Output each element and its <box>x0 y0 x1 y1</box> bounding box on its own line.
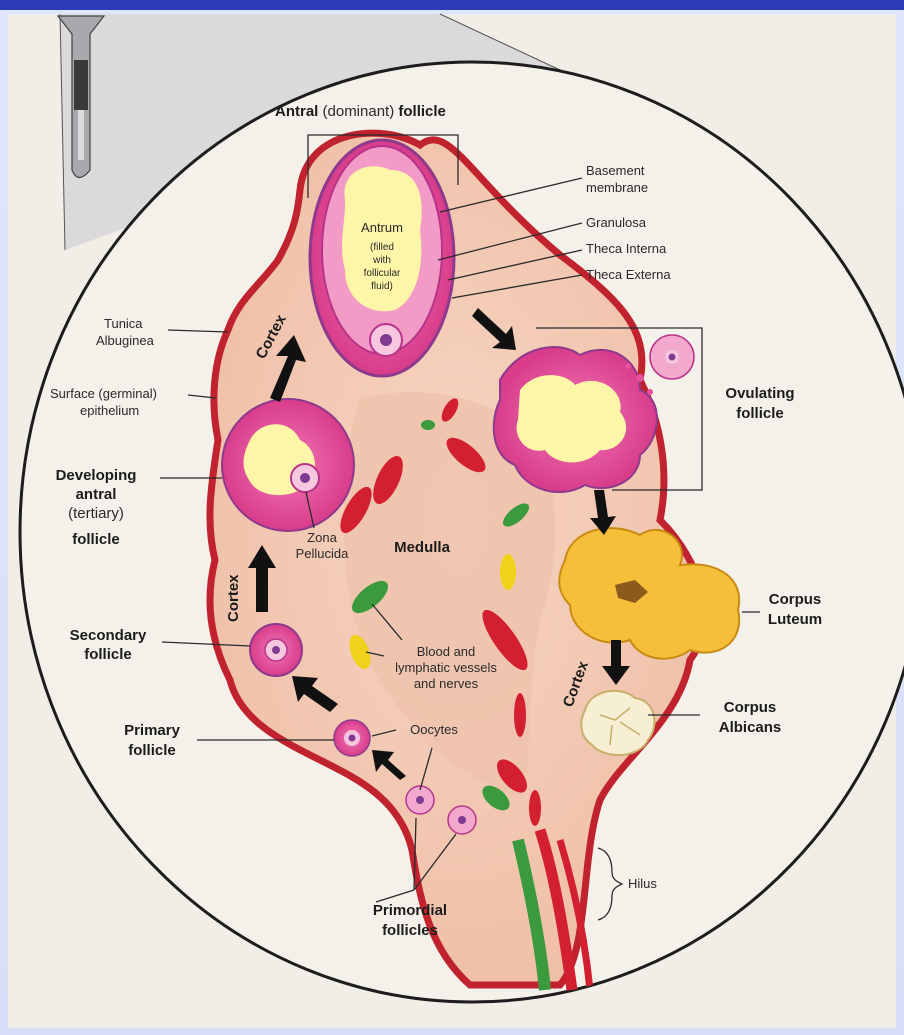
label-ovulating-1: Ovulating <box>725 385 794 402</box>
label-theca-interna: Theca Interna <box>586 241 667 256</box>
label-corpus-luteum-2: Luteum <box>768 611 822 628</box>
label-basement-2: membrane <box>586 180 648 195</box>
primary-follicle <box>334 720 370 756</box>
secondary-follicle <box>250 624 302 676</box>
label-basement-1: Basement <box>586 163 645 178</box>
label-oocytes: Oocytes <box>410 722 458 737</box>
label-surface-1: Surface (germinal) <box>50 386 157 401</box>
label-primordial-2: follicles <box>382 922 438 939</box>
label-secondary-1: Secondary <box>70 627 147 644</box>
label-cortex-left: Cortex <box>225 574 242 622</box>
label-corpus-albicans-1: Corpus <box>724 699 777 716</box>
label-antrum: Antrum <box>361 220 403 235</box>
label-antrum-fluid-4: fluid) <box>371 281 393 292</box>
corpus-albicans <box>581 691 654 755</box>
label-surface-2: epithelium <box>80 403 139 418</box>
label-zona-2: Pellucida <box>296 546 350 561</box>
label-theca-externa: Theca Externa <box>586 267 671 282</box>
label-primordial-1: Primordial <box>373 902 447 919</box>
label-antrum-fluid-2: with <box>372 255 391 266</box>
label-tunica-2: Albuginea <box>96 333 155 348</box>
label-corpus-luteum-1: Corpus <box>769 591 822 608</box>
label-medulla: Medulla <box>394 539 450 556</box>
label-zona-1: Zona <box>307 530 337 545</box>
label-antrum-fluid-3: follicular <box>364 268 401 279</box>
label-vessels-2: lymphatic vessels <box>395 660 497 675</box>
label-granulosa: Granulosa <box>586 215 647 230</box>
label-developing-4: follicle <box>72 531 120 548</box>
label-primary-1: Primary <box>124 722 181 739</box>
label-ovulating-2: follicle <box>736 405 784 422</box>
developing-antral-follicle <box>222 399 354 531</box>
label-hilus: Hilus <box>628 876 657 891</box>
label-corpus-albicans-2: Albicans <box>719 719 782 736</box>
label-developing-3: (tertiary) <box>68 505 124 522</box>
label-vessels-3: and nerves <box>414 676 479 691</box>
label-vessels-1: Blood and <box>417 644 476 659</box>
label-developing-1: Developing <box>56 467 137 484</box>
label-secondary-2: follicle <box>84 646 132 663</box>
label-antral-follicle: Antral (dominant) follicle <box>275 103 446 120</box>
label-antrum-fluid-1: (filled <box>370 242 394 253</box>
label-tunica-1: Tunica <box>104 316 143 331</box>
label-primary-2: follicle <box>128 742 176 759</box>
label-developing-2: antral <box>76 486 117 503</box>
